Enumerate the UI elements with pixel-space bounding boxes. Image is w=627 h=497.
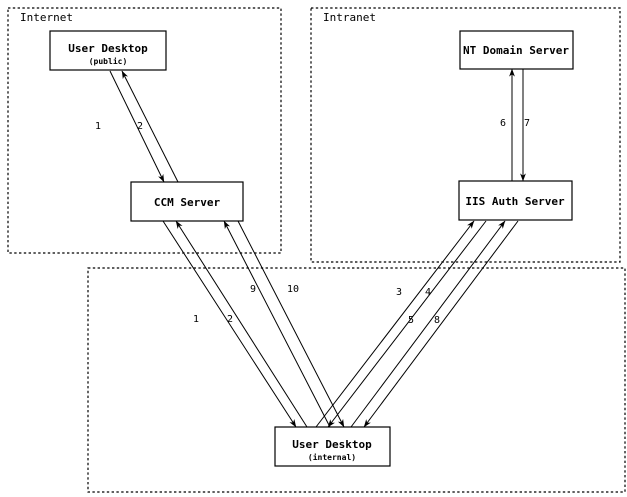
flow-label-10: 10: [287, 284, 299, 295]
flow-label-2-bottom: 2: [227, 314, 233, 325]
flow-1-line: [109, 70, 165, 183]
node-nt-domain-server[interactable]: NT Domain Server: [459, 30, 574, 70]
flow-4-line: [327, 220, 487, 428]
node-iis-auth-server-title: IIS Auth Server: [465, 195, 565, 208]
zone-intranet-border: [310, 7, 621, 263]
node-nt-domain-server-title: NT Domain Server: [463, 44, 569, 57]
node-user-desktop-public[interactable]: User Desktop (public): [49, 30, 167, 71]
flow-label-4: 4: [425, 287, 431, 298]
flow-label-8: 8: [434, 315, 440, 326]
node-nt-domain-server-box[interactable]: [459, 30, 574, 70]
flow-label-2-top: 2: [137, 121, 143, 132]
flow-10-line: [237, 220, 345, 428]
flow-label-3: 3: [396, 287, 402, 298]
node-user-desktop-public-box[interactable]: [49, 30, 167, 71]
node-iis-auth-server-box[interactable]: [458, 180, 573, 221]
flow-label-6: 6: [500, 118, 506, 129]
node-ccm-server-title: CCM Server: [154, 196, 221, 209]
node-user-desktop-public-title: User Desktop: [68, 42, 148, 55]
flow-9-line: [223, 220, 331, 428]
node-iis-auth-server[interactable]: IIS Auth Server: [458, 180, 573, 221]
node-user-desktop-internal-title: User Desktop: [292, 438, 372, 451]
flow-8-line: [363, 220, 519, 428]
node-user-desktop-public-subtitle: (public): [89, 56, 128, 66]
flow-9-internal-to-ccm: [223, 220, 331, 428]
flow-label-1-top: 1: [95, 121, 101, 132]
zone-label-intranet: Intranet: [323, 11, 376, 24]
flow-10-ccm-to-internal: [237, 220, 345, 428]
zone-label-internet: Internet: [20, 11, 73, 24]
node-ccm-server-box[interactable]: [130, 181, 244, 222]
flow-1b-line: [162, 220, 297, 428]
flow-8-iis-to-internal: [363, 220, 519, 428]
node-ccm-server[interactable]: CCM Server: [130, 181, 244, 222]
flow-2-ccm-to-public: [121, 70, 179, 183]
flow-3-internal-to-iis: [315, 220, 475, 428]
node-user-desktop-internal-subtitle: (internal): [308, 452, 356, 462]
zone-internet-border: [7, 7, 282, 254]
flow-2b-internal-to-ccm: [175, 220, 308, 428]
flow-label-1-bottom: 1: [193, 314, 199, 325]
flow-5-line: [350, 220, 506, 428]
flow-2-line: [121, 70, 179, 183]
flow-4-iis-to-internal: [327, 220, 487, 428]
zone-internal-border: [87, 267, 626, 493]
flow-1b-ccm-to-internal: [162, 220, 297, 428]
zone-boundaries: [7, 7, 626, 493]
flow-step-labels: 1 2 1 2 3 4 5 6 7 8 9 10: [95, 118, 530, 326]
flow-5-internal-to-iis: [350, 220, 506, 428]
node-user-desktop-internal-box[interactable]: [274, 426, 391, 467]
flow-2b-line: [175, 220, 308, 428]
flow-label-9: 9: [250, 284, 256, 295]
flow-1-public-to-ccm: [109, 70, 165, 183]
flow-label-7: 7: [524, 118, 530, 129]
node-user-desktop-internal[interactable]: User Desktop (internal): [274, 426, 391, 467]
flow-label-5: 5: [408, 315, 414, 326]
flow-3-line: [315, 220, 475, 428]
